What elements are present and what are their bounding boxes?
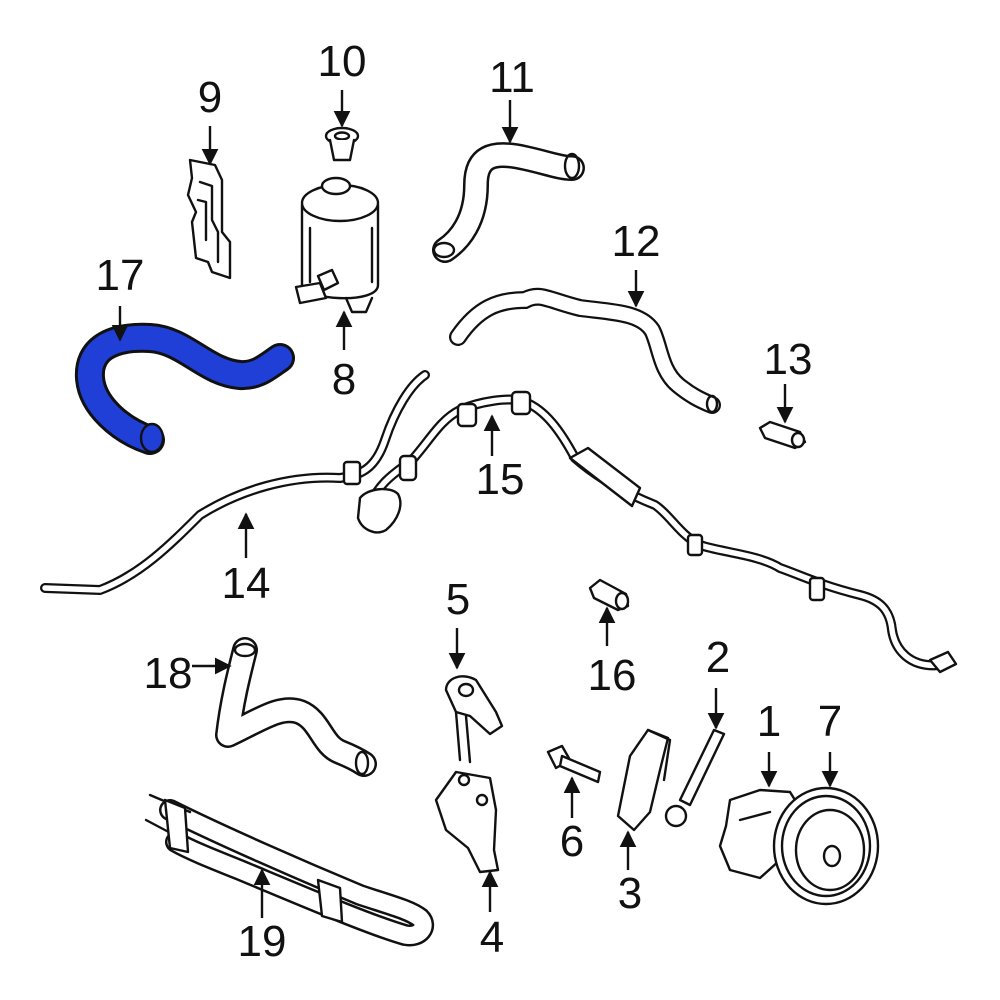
part-8-reservoir[interactable] bbox=[294, 176, 380, 314]
callout-13[interactable]: 13 bbox=[764, 335, 813, 384]
callout-labels: 1 2 3 4 5 6 7 8 9 10 11 12 13 14 15 16 1… bbox=[96, 37, 843, 966]
callout-6[interactable]: 6 bbox=[560, 817, 584, 866]
callout-11[interactable]: 11 bbox=[489, 53, 535, 102]
callout-4[interactable]: 4 bbox=[480, 913, 504, 962]
part-5-bracket[interactable] bbox=[444, 675, 504, 764]
callout-2[interactable]: 2 bbox=[706, 633, 730, 682]
callout-7[interactable]: 7 bbox=[818, 697, 842, 746]
callout-15[interactable]: 15 bbox=[476, 455, 525, 504]
part-18-hose[interactable] bbox=[215, 637, 377, 777]
part-7-pulley[interactable] bbox=[772, 786, 880, 906]
part-19-cooler[interactable] bbox=[144, 793, 435, 947]
part-12-hose[interactable] bbox=[449, 287, 721, 414]
callout-12[interactable]: 12 bbox=[612, 217, 661, 266]
part-10-cap[interactable] bbox=[324, 126, 360, 162]
part-2-adjust-bolt[interactable] bbox=[664, 728, 726, 828]
callout-19[interactable]: 19 bbox=[238, 917, 287, 966]
callout-14[interactable]: 14 bbox=[222, 559, 271, 608]
callout-3[interactable]: 3 bbox=[618, 869, 642, 918]
callout-1[interactable]: 1 bbox=[757, 697, 781, 746]
callout-5[interactable]: 5 bbox=[446, 575, 470, 624]
callout-17[interactable]: 17 bbox=[96, 251, 145, 300]
leader-lines bbox=[111, 90, 839, 918]
callout-8[interactable]: 8 bbox=[332, 355, 356, 404]
callout-18[interactable]: 18 bbox=[144, 649, 193, 698]
callout-9[interactable]: 9 bbox=[198, 73, 222, 122]
part-16-fitting[interactable] bbox=[588, 578, 630, 612]
hose-17-body bbox=[77, 325, 292, 452]
callout-16[interactable]: 16 bbox=[588, 651, 637, 700]
part-9-bracket[interactable] bbox=[186, 158, 232, 280]
part-4-bracket[interactable] bbox=[434, 770, 500, 874]
part-13-fitting[interactable] bbox=[758, 420, 807, 450]
part-11-hose[interactable] bbox=[432, 142, 585, 263]
callout-10[interactable]: 10 bbox=[318, 37, 367, 86]
part-15-pressure-line[interactable] bbox=[356, 390, 958, 674]
part-14-tube[interactable] bbox=[40, 370, 430, 595]
part-6-bolt[interactable] bbox=[546, 744, 602, 784]
part-17-hose-highlighted[interactable] bbox=[74, 322, 295, 455]
part-3-bracket[interactable] bbox=[616, 728, 672, 832]
